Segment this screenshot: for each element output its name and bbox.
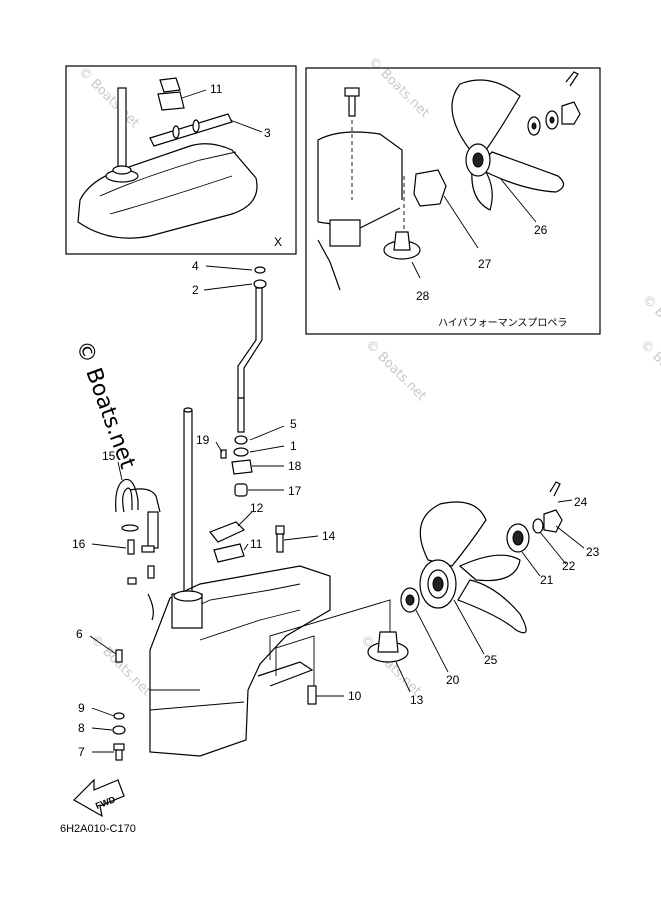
callout-8: 8 [78,721,85,735]
hp-propeller-blade [451,79,521,151]
inset-caption: ハイパフォーマンスプロペラ [438,317,567,329]
callout-labels: 11 3 X 26 27 28 4 2 5 1 19 18 17 15 12 1… [72,82,600,759]
callout-19: 19 [196,433,210,447]
shift-rod-part [149,113,233,147]
fwd-arrow-icon [73,778,125,818]
gearcase-top [77,143,258,239]
callout-11: 11 [210,82,223,96]
callout-14: 14 [322,529,336,543]
inset-hp-prop [305,67,601,335]
washer-8 [112,725,126,735]
callout-10: 10 [348,689,362,703]
main-assembly [73,265,585,818]
callout-25: 25 [484,653,498,667]
cotter-pin-24 [549,481,561,497]
part-6 [115,649,123,663]
callout-23: 23 [586,545,600,559]
callout-18: 18 [288,459,302,473]
callout-5: 5 [290,417,297,431]
anode-11 [213,543,245,563]
watermark: © Boats.net [365,54,432,121]
anode-part [157,91,185,111]
watermark: © Boats.net [75,64,142,131]
callout-20: 20 [446,673,460,687]
lower-unit-casing [149,565,331,757]
bolt-10 [307,685,317,705]
callout-2: 2 [192,283,199,297]
callout-22: 22 [562,559,576,573]
spacer-part [413,169,447,207]
callout-4: 4 [192,259,199,273]
shift-rod [237,287,263,399]
drive-shaft [183,409,193,601]
callout-7: 7 [78,745,85,759]
inset-hp-frame [305,67,601,335]
watermarks: © Boats.net © Boats.net © Boats.net © Bo… [75,54,661,699]
callout-3: 3 [264,126,271,140]
bolt-14 [276,533,284,553]
callout-1: 1 [290,439,297,453]
diagram-code: 6H2A010-C170 [60,823,136,835]
watermark: © Boats.net [87,632,154,699]
washer-part [254,266,266,274]
callout-27: 27 [478,257,492,271]
callout-11b: 11 [250,537,263,551]
watermark: © Boats.net [637,337,661,404]
anode-12 [209,521,246,543]
callout-26: 26 [534,223,548,237]
bolt-7 [115,749,123,761]
callout-16: 16 [72,537,86,551]
callout-13: 13 [410,693,424,707]
nut-23 [543,509,563,533]
callout-6: 6 [76,627,83,641]
inset-x [65,65,297,255]
callout-9: 9 [78,701,85,715]
hp-prop-nut [561,101,581,125]
washer-9 [113,712,125,720]
callout-21: 21 [540,573,554,587]
callout-x: X [274,235,282,249]
callout-28: 28 [416,289,430,303]
water-hose [115,478,139,513]
callout-17: 17 [288,484,302,498]
watermark: © Boats.net [362,337,429,404]
washer-22 [532,518,544,534]
propeller-blade [419,501,487,567]
coupling-part [234,483,248,497]
grommet-part [253,279,267,289]
callout-15: 15 [102,449,116,463]
callout-24: 24 [574,495,588,509]
inset-x-frame [65,65,297,255]
inset-bolt [348,93,356,117]
fwd-label: FWD [94,794,117,811]
inset-drive-shaft [117,87,127,175]
callout-12: 12 [250,501,264,515]
